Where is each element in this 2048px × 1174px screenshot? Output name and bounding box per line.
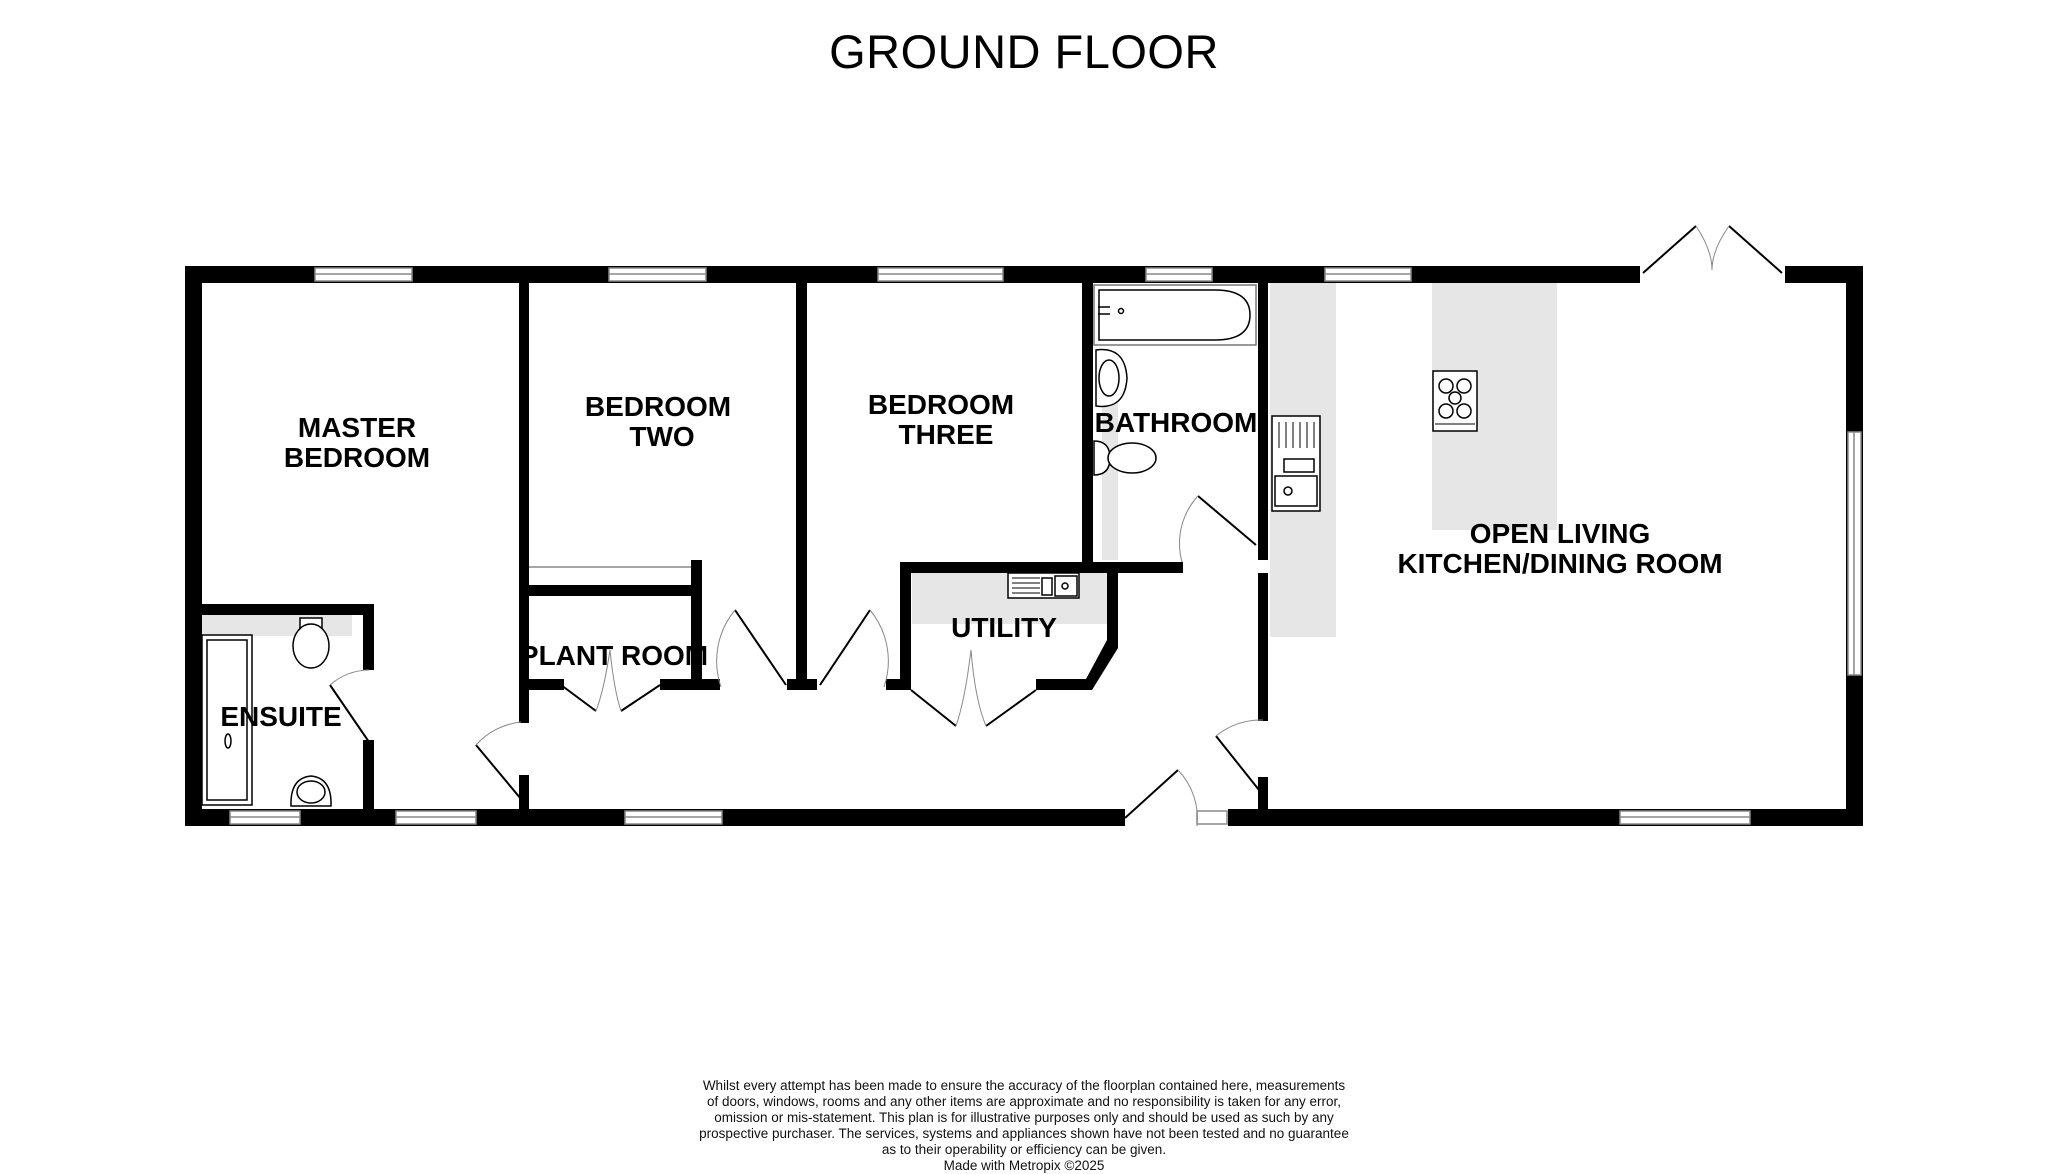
label-bathroom: BATHROOM: [1095, 407, 1258, 438]
label-open-living: OPEN LIVING: [1470, 518, 1650, 549]
label-bedroom-two: BEDROOM: [585, 391, 731, 422]
floor-title: GROUND FLOOR: [829, 25, 1219, 78]
kitchen-sink-icon: [1271, 415, 1321, 512]
label-open-living-2: KITCHEN/DINING ROOM: [1397, 548, 1722, 579]
interior-walls: [202, 283, 1268, 809]
doors: [329, 225, 1783, 827]
label-bedroom-two-2: TWO: [629, 421, 694, 452]
windows: [229, 267, 1862, 825]
disclaimer-line: omission or mis-statement. This plan is …: [714, 1110, 1334, 1125]
disclaimer-line: Whilst every attempt has been made to en…: [702, 1078, 1346, 1093]
ensuite-basin-icon: [290, 775, 332, 807]
label-master-bedroom-2: BEDROOM: [284, 442, 430, 473]
ensuite-toilet-icon: [292, 617, 330, 669]
window-front-door-side: [1196, 810, 1228, 825]
bath-icon: [1093, 284, 1257, 346]
ensuite-bath-icon: [201, 634, 253, 806]
label-bedroom-three-2: THREE: [899, 419, 994, 450]
hob-icon: [1432, 370, 1478, 432]
disclaimer-line: prospective purchaser. The services, sys…: [699, 1126, 1349, 1141]
utility-sink-icon: [1007, 572, 1080, 599]
label-plant-room: PLANT ROOM: [520, 640, 708, 671]
label-ensuite: ENSUITE: [220, 701, 341, 732]
room-labels: MASTER BEDROOM BEDROOM TWO BEDROOM THREE…: [220, 389, 1722, 732]
metropix-credit: Made with Metropix ©2025: [943, 1158, 1105, 1173]
worktops: [202, 283, 1557, 674]
disclaimer-line: as to their operability or efficiency ca…: [881, 1142, 1167, 1157]
fixtures: [201, 284, 1478, 807]
disclaimer-line: of doors, windows, rooms and any other i…: [706, 1094, 1342, 1109]
basin-icon: [1095, 348, 1128, 408]
label-master-bedroom: MASTER: [298, 412, 416, 443]
label-utility: UTILITY: [951, 612, 1057, 643]
label-bedroom-three: BEDROOM: [868, 389, 1014, 420]
disclaimer: Whilst every attempt has been made to en…: [624, 1078, 1424, 1174]
toilet-icon: [1093, 440, 1157, 476]
